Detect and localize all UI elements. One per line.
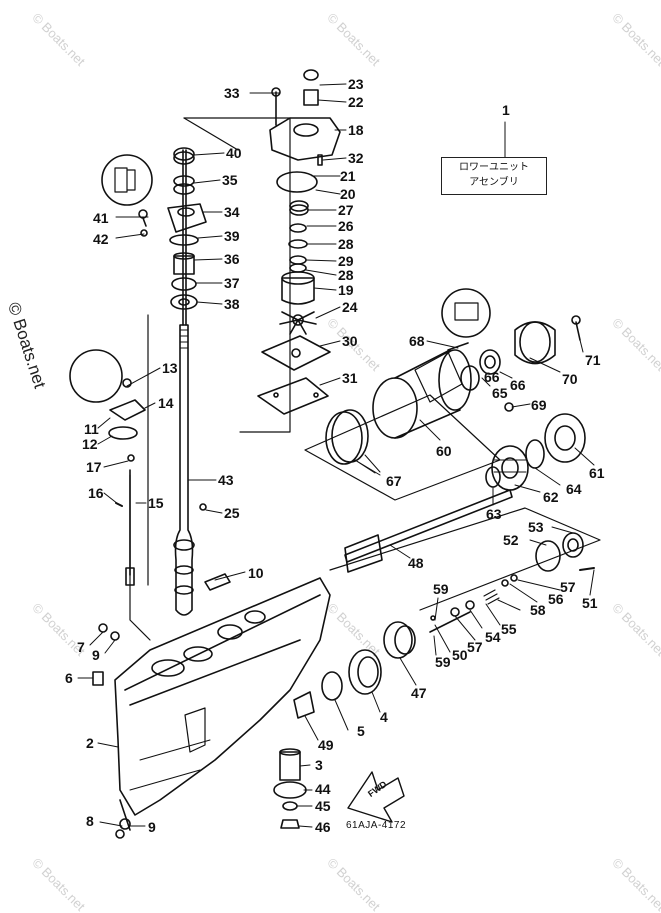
propeller-shaft-gears: [344, 413, 595, 573]
callout-11[interactable]: 11: [84, 421, 99, 437]
drive-shaft: [173, 149, 195, 616]
callout-24[interactable]: 24: [342, 299, 358, 315]
callout-54[interactable]: 54: [485, 629, 501, 645]
callout-29[interactable]: 29: [338, 253, 354, 269]
diagram-code: 61AJA-4172: [346, 820, 407, 831]
callout-47[interactable]: 47: [411, 685, 427, 701]
callout-5[interactable]: 5: [357, 723, 365, 739]
callout-66[interactable]: 66: [510, 377, 526, 393]
title-line-2: アセンブリ: [469, 177, 519, 188]
callout-19[interactable]: 19: [338, 282, 354, 298]
group-brackets: [129, 117, 601, 641]
callout-28[interactable]: 28: [338, 267, 354, 283]
callout-6[interactable]: 6: [65, 670, 73, 686]
callout-32[interactable]: 32: [348, 150, 364, 166]
callout-41[interactable]: 41: [93, 210, 109, 226]
forward-arrow-icon: [347, 771, 405, 823]
callout-63[interactable]: 63: [486, 506, 502, 522]
leader-lines: [77, 83, 595, 828]
callout-15[interactable]: 15: [148, 495, 164, 511]
callout-39[interactable]: 39: [224, 228, 240, 244]
callout-34[interactable]: 34: [224, 204, 240, 220]
lower-case-housing: [114, 577, 331, 831]
callout-50[interactable]: 50: [452, 647, 468, 663]
callout-9[interactable]: 9: [92, 647, 100, 663]
callout-37[interactable]: 37: [224, 275, 240, 291]
callout-46[interactable]: 46: [315, 819, 331, 835]
callout-12[interactable]: 12: [82, 436, 98, 452]
forward-gear-parts: [273, 621, 416, 829]
callout-9[interactable]: 9: [148, 819, 156, 835]
callout-58[interactable]: 58: [530, 602, 546, 618]
callout-27[interactable]: 27: [338, 202, 354, 218]
callout-48[interactable]: 48: [408, 555, 424, 571]
upper-left-parts: [101, 147, 207, 310]
callout-20[interactable]: 20: [340, 186, 356, 202]
callout-62[interactable]: 62: [543, 489, 559, 505]
callout-1[interactable]: 1: [502, 102, 510, 118]
callout-42[interactable]: 42: [93, 231, 109, 247]
callout-26[interactable]: 26: [338, 218, 354, 234]
callout-22[interactable]: 22: [348, 94, 364, 110]
callout-59[interactable]: 59: [433, 581, 449, 597]
callout-18[interactable]: 18: [348, 122, 364, 138]
callout-4[interactable]: 4: [380, 709, 388, 725]
callout-61[interactable]: 61: [589, 465, 605, 481]
callout-49[interactable]: 49: [318, 737, 334, 753]
callout-70[interactable]: 70: [562, 371, 578, 387]
callout-3[interactable]: 3: [315, 757, 323, 773]
callout-7[interactable]: 7: [77, 639, 85, 655]
shift-rod-parts: [69, 349, 231, 839]
callout-2[interactable]: 2: [86, 735, 94, 751]
callout-8[interactable]: 8: [86, 813, 94, 829]
callout-52[interactable]: 52: [503, 532, 519, 548]
callout-57[interactable]: 57: [560, 579, 576, 595]
callout-57[interactable]: 57: [467, 639, 483, 655]
callout-60[interactable]: 60: [436, 443, 452, 459]
callout-14[interactable]: 14: [158, 395, 174, 411]
callout-71[interactable]: 71: [585, 352, 601, 368]
callout-36[interactable]: 36: [224, 251, 240, 267]
callout-13[interactable]: 13: [162, 360, 178, 376]
callout-51[interactable]: 51: [582, 595, 598, 611]
callout-33[interactable]: 33: [224, 85, 240, 101]
callout-69[interactable]: 69: [531, 397, 547, 413]
callout-43[interactable]: 43: [218, 472, 234, 488]
callout-65[interactable]: 65: [492, 385, 508, 401]
callout-59[interactable]: 59: [435, 654, 451, 670]
callout-53[interactable]: 53: [528, 519, 544, 535]
callout-16[interactable]: 16: [88, 485, 104, 501]
callout-30[interactable]: 30: [342, 333, 358, 349]
callout-66[interactable]: 66: [484, 369, 500, 385]
callout-28[interactable]: 28: [338, 236, 354, 252]
callout-64[interactable]: 64: [566, 481, 582, 497]
callout-45[interactable]: 45: [315, 798, 331, 814]
bearing-housing-assembly: [325, 288, 581, 465]
callout-68[interactable]: 68: [409, 333, 425, 349]
callout-21[interactable]: 21: [340, 168, 356, 184]
water-pump-parts: [257, 69, 341, 415]
callout-10[interactable]: 10: [248, 565, 264, 581]
callout-23[interactable]: 23: [348, 76, 364, 92]
callout-17[interactable]: 17: [86, 459, 102, 475]
callout-44[interactable]: 44: [315, 781, 331, 797]
callout-31[interactable]: 31: [342, 370, 358, 386]
callout-35[interactable]: 35: [222, 172, 238, 188]
callout-55a[interactable]: 55: [501, 621, 517, 637]
callout-67[interactable]: 67: [386, 473, 402, 489]
assembly-title-box: ロワーユニット アセンブリ: [441, 157, 547, 195]
title-line-1: ロワーユニット: [459, 162, 529, 173]
callout-25[interactable]: 25: [224, 505, 240, 521]
callout-40[interactable]: 40: [226, 145, 242, 161]
callout-56[interactable]: 56: [548, 591, 564, 607]
callout-38[interactable]: 38: [224, 296, 240, 312]
